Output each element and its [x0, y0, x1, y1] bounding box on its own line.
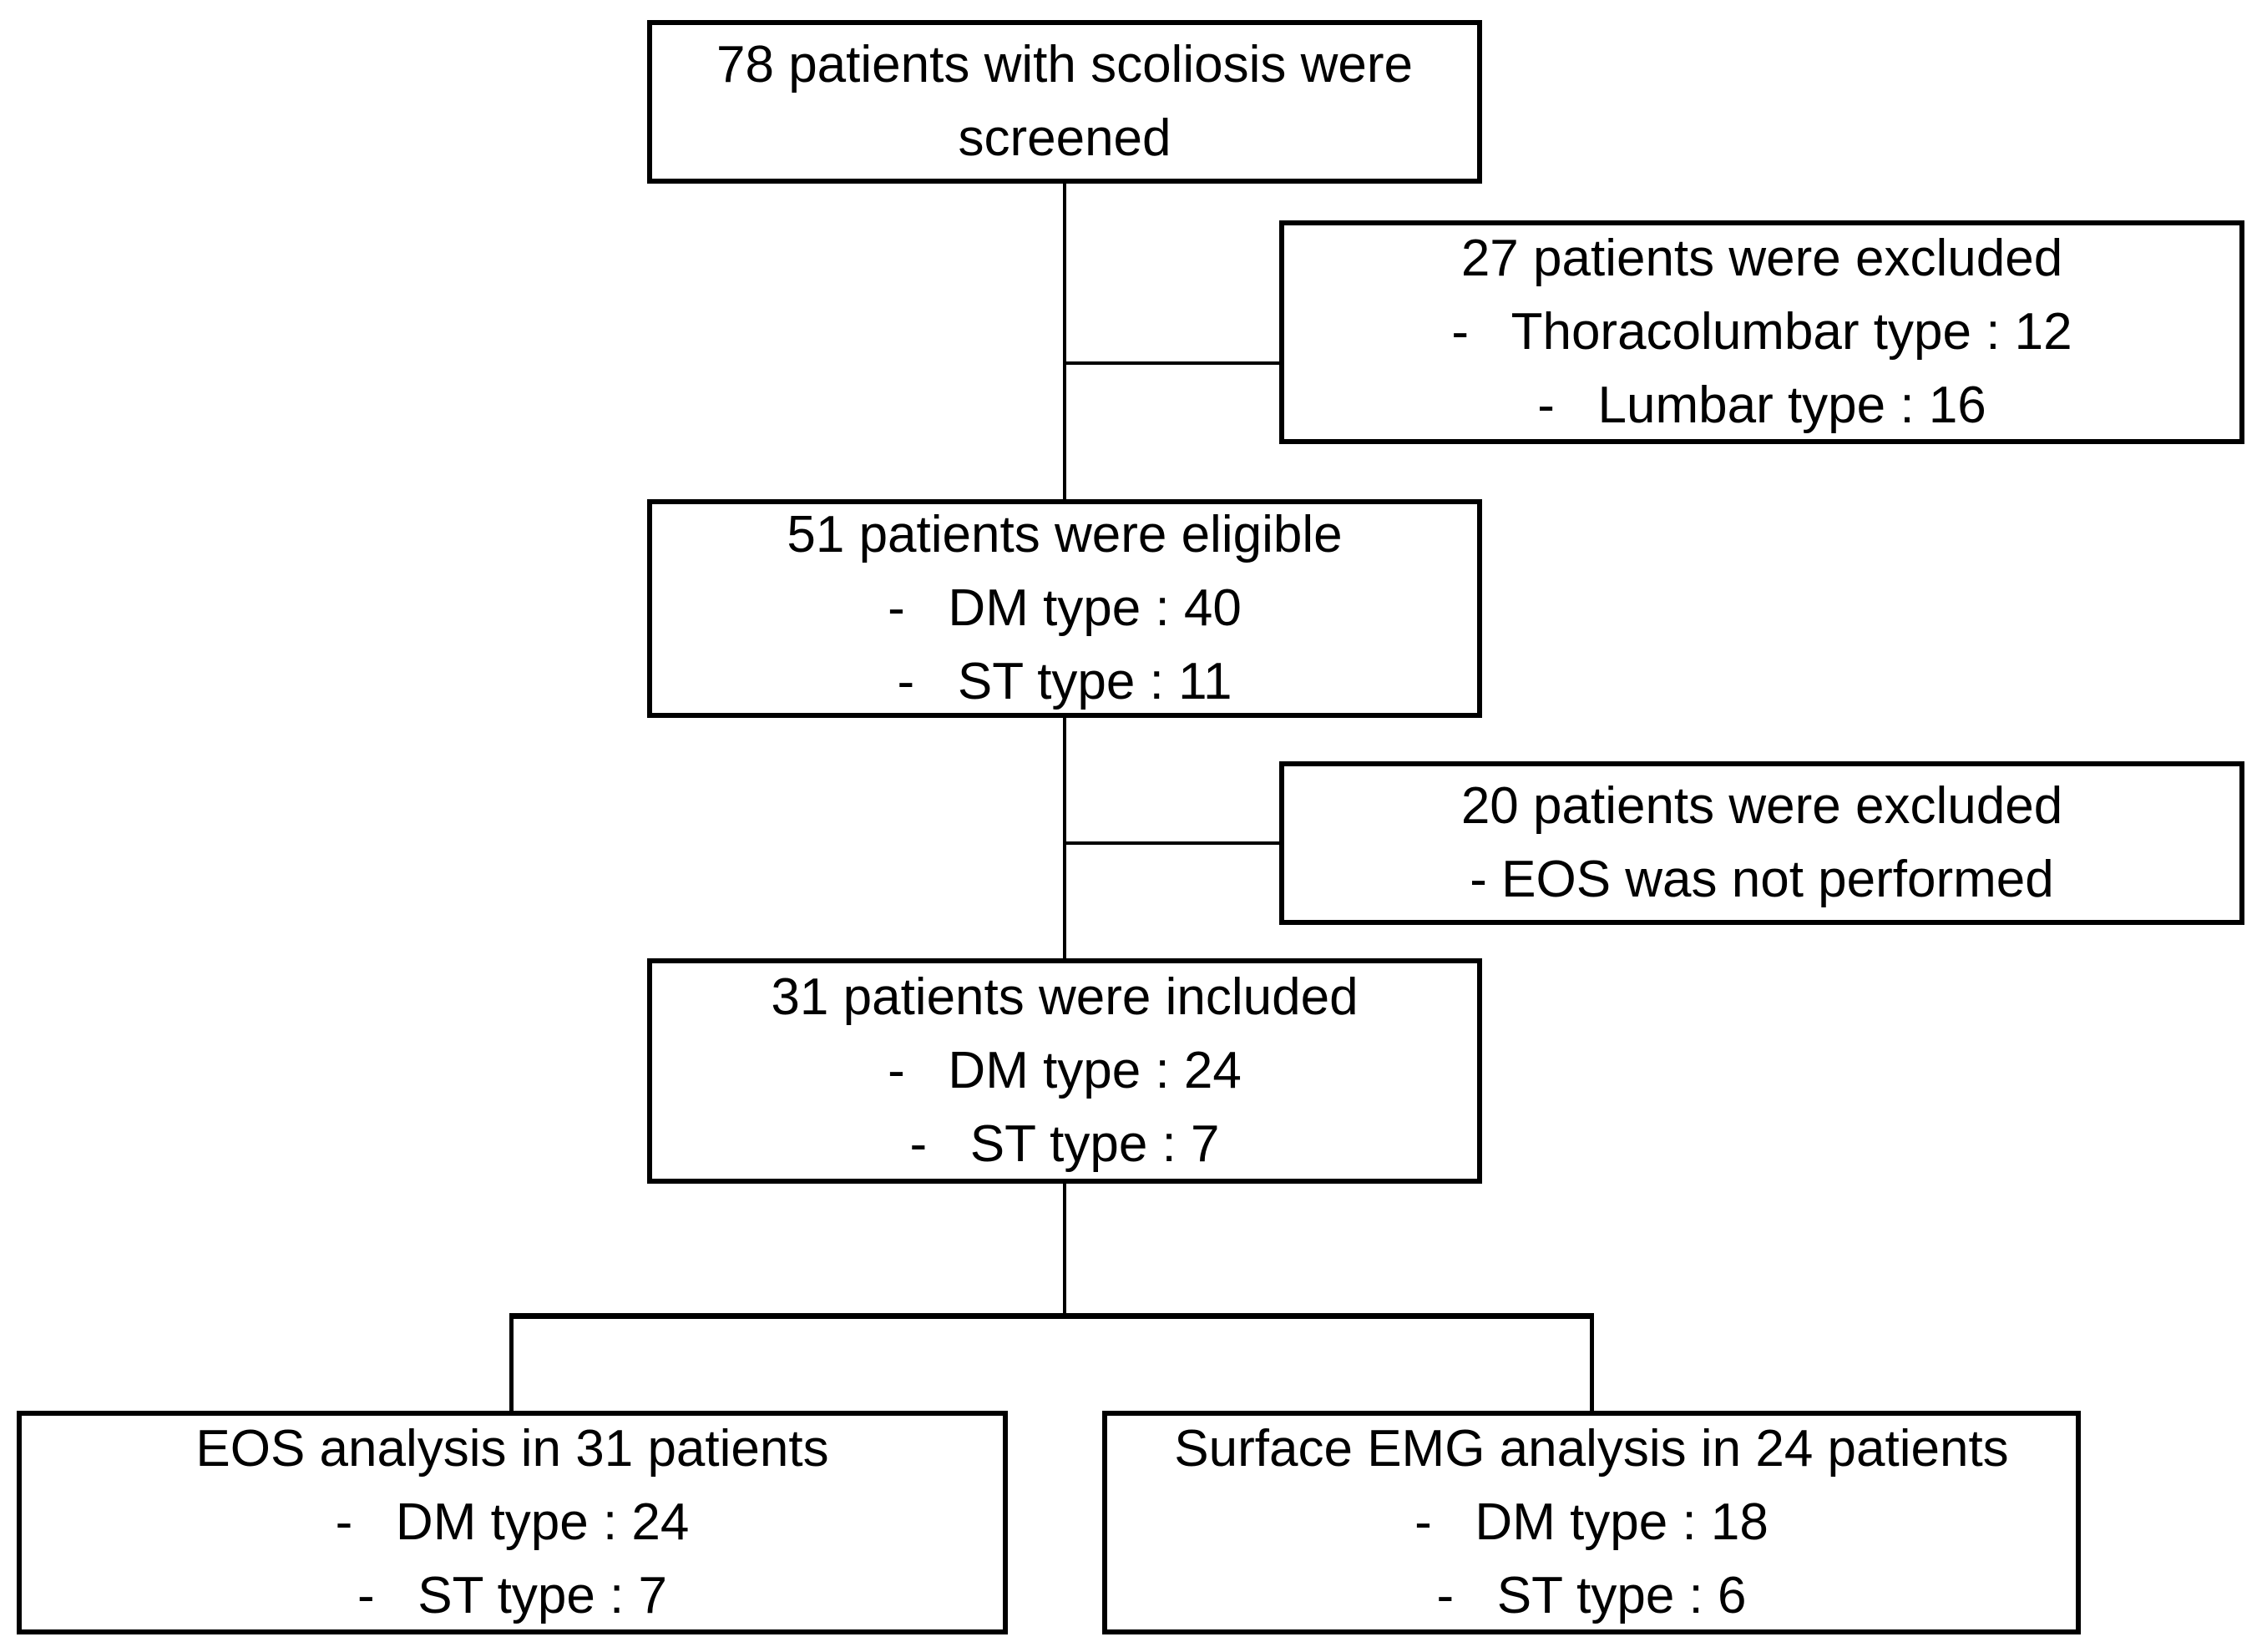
box-line: 20 patients were excluded [1460, 777, 2063, 835]
box-line: Surface EMG analysis in 24 patients [1174, 1420, 2009, 1478]
box-line: - DM type : 24 [335, 1493, 690, 1551]
connector-horizontal-split [509, 1313, 1594, 1319]
box-line: screened [958, 109, 1171, 167]
box-line: - ST type : 6 [1436, 1567, 1747, 1624]
flow-box-eligible: 51 patients were eligible - DM type : 40… [647, 499, 1482, 718]
connector-drop-eos-analysis [509, 1313, 514, 1411]
connector-screened-to-eligible [1063, 184, 1066, 499]
box-line: - DM type : 24 [888, 1042, 1242, 1099]
box-line: - ST type : 7 [357, 1567, 667, 1624]
box-line: - DM type : 18 [1414, 1493, 1769, 1551]
box-line: 51 patients were eligible [787, 506, 1343, 563]
flow-box-excluded-no-eos: 20 patients were excluded - EOS was not … [1279, 761, 2244, 925]
box-line: - ST type : 11 [897, 653, 1232, 710]
connector-eligible-to-included [1063, 718, 1066, 958]
box-line: - EOS was not performed [1470, 851, 2054, 908]
connector-included-to-split [1063, 1184, 1066, 1319]
connector-drop-emg-analysis [1590, 1313, 1594, 1411]
flow-box-excluded-thoracolumbar-lumbar: 27 patients were excluded - Thoracolumba… [1279, 220, 2244, 444]
box-line: 27 patients were excluded [1460, 230, 2063, 287]
flow-box-included: 31 patients were included - DM type : 24… [647, 958, 1482, 1184]
flow-box-eos-analysis: EOS analysis in 31 patients - DM type : … [17, 1411, 1008, 1634]
connector-branch-excluded-2 [1063, 841, 1279, 845]
box-line: - Thoracolumbar type : 12 [1451, 303, 2072, 361]
box-line: - Lumbar type : 16 [1537, 376, 1986, 434]
box-line: - ST type : 7 [909, 1115, 1220, 1173]
box-line: 78 patients with scoliosis were [716, 36, 1413, 93]
box-line: EOS analysis in 31 patients [195, 1420, 829, 1478]
box-line: - DM type : 40 [888, 579, 1242, 637]
box-line: 31 patients were included [771, 968, 1359, 1026]
flow-box-screened: 78 patients with scoliosis were screened [647, 20, 1482, 184]
connector-branch-excluded-1 [1063, 361, 1279, 365]
flow-box-surface-emg-analysis: Surface EMG analysis in 24 patients - DM… [1102, 1411, 2081, 1634]
